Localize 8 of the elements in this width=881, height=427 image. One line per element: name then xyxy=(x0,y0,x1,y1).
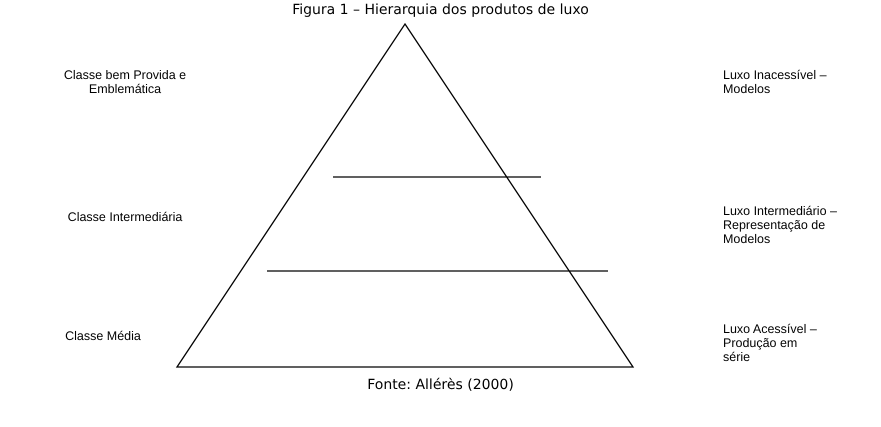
tier-class-label: Classe Média xyxy=(64,329,142,343)
tier-luxury-label: Luxo Intermediário – Representação de Modelos xyxy=(723,204,838,246)
source-caption: Fonte: Allérès (2000) xyxy=(366,377,515,393)
tier-class-label: Classe bem Provida e Emblemática xyxy=(62,68,188,96)
figure-title: Figura 1 – Hierarquia dos produtos de luxo xyxy=(291,2,590,18)
tier-luxury-label: Luxo Inacessível – Modelos xyxy=(723,68,828,96)
tier-luxury-label: Luxo Acessível – Produção em série xyxy=(723,322,818,364)
tier-class-label: Classe Intermediária xyxy=(66,210,184,224)
